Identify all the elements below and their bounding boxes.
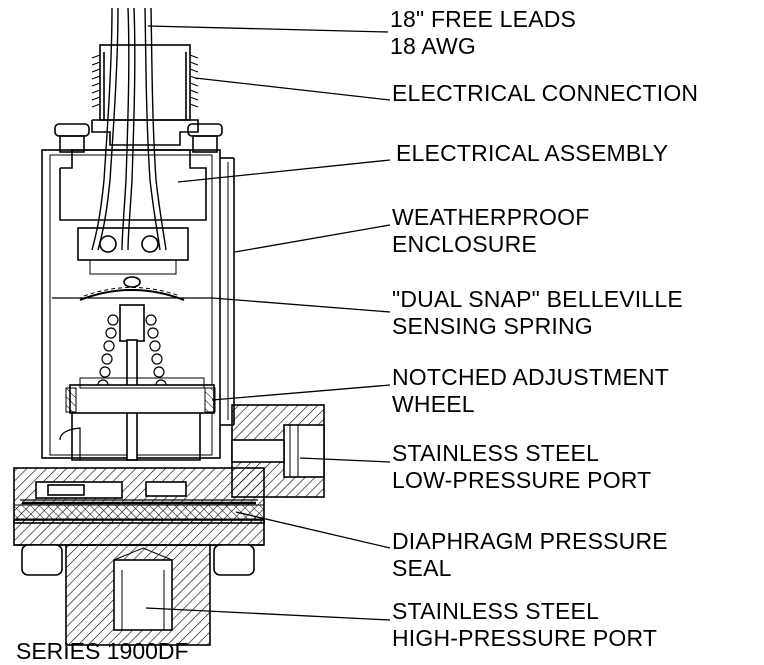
leader-enclosure <box>234 224 391 253</box>
callout-line: DIAPHRAGM PRESSURE <box>392 528 668 554</box>
electrical-assembly-housing <box>59 149 207 221</box>
leader-free-leads <box>147 25 389 33</box>
callout-line: LOW-PRESSURE PORT <box>392 467 652 493</box>
callout-line: WEATHERPROOF <box>392 204 590 230</box>
callout-belleville-spring: "DUAL SNAP" BELLEVILLE SENSING SPRING <box>392 286 683 340</box>
leader-electrical-assembly <box>177 159 391 183</box>
callout-line: HIGH-PRESSURE PORT <box>392 625 658 651</box>
callout-line: ELECTRICAL CONNECTION <box>392 80 699 106</box>
plunger <box>119 304 145 342</box>
callout-line: SEAL <box>392 555 452 581</box>
callout-line: ELECTRICAL ASSEMBLY <box>396 140 669 166</box>
callout-line: NOTCHED ADJUSTMENT <box>392 364 670 390</box>
screw-right <box>187 123 223 137</box>
callout-low-pressure-port: STAINLESS STEEL LOW-PRESSURE PORT <box>392 440 651 494</box>
belleville-spring <box>79 289 185 301</box>
callout-electrical-assembly: ELECTRICAL ASSEMBLY <box>396 140 668 167</box>
callout-free-leads: 18" FREE LEADS 18 AWG <box>390 6 576 60</box>
callout-line: "DUAL SNAP" BELLEVILLE <box>392 286 683 312</box>
leader-high-pressure-port <box>145 607 391 621</box>
conduit-fitting <box>99 44 191 121</box>
callout-line: ENCLOSURE <box>392 231 537 257</box>
callout-line: 18" FREE LEADS <box>390 6 577 32</box>
screw-left <box>54 123 90 137</box>
series-caption: SERIES 1900DF <box>16 638 189 664</box>
leader-lines <box>145 25 391 621</box>
leader-belleville <box>211 297 391 313</box>
lead-wires <box>91 7 167 251</box>
callout-line: STAINLESS STEEL <box>392 440 600 466</box>
leader-diaphragm <box>235 511 391 549</box>
leader-electrical-connection <box>194 77 391 101</box>
callout-high-pressure-port: STAINLESS STEEL HIGH-PRESSURE PORT <box>392 598 657 652</box>
callout-line: SENSING SPRING <box>392 313 593 339</box>
callout-adjustment-wheel: NOTCHED ADJUSTMENT WHEEL <box>392 364 669 418</box>
callout-line: STAINLESS STEEL <box>392 598 600 624</box>
callout-electrical-connection: ELECTRICAL CONNECTION <box>392 80 698 107</box>
callout-weatherproof-enclosure: WEATHERPROOF ENCLOSURE <box>392 204 589 258</box>
callout-line: 18 AWG <box>390 33 476 59</box>
callout-line: WHEEL <box>392 391 475 417</box>
callout-diaphragm-seal: DIAPHRAGM PRESSURE SEAL <box>392 528 668 582</box>
adjustment-wheel <box>69 384 215 414</box>
leader-adjustment-wheel <box>211 384 391 401</box>
leader-low-pressure-port <box>299 457 391 463</box>
